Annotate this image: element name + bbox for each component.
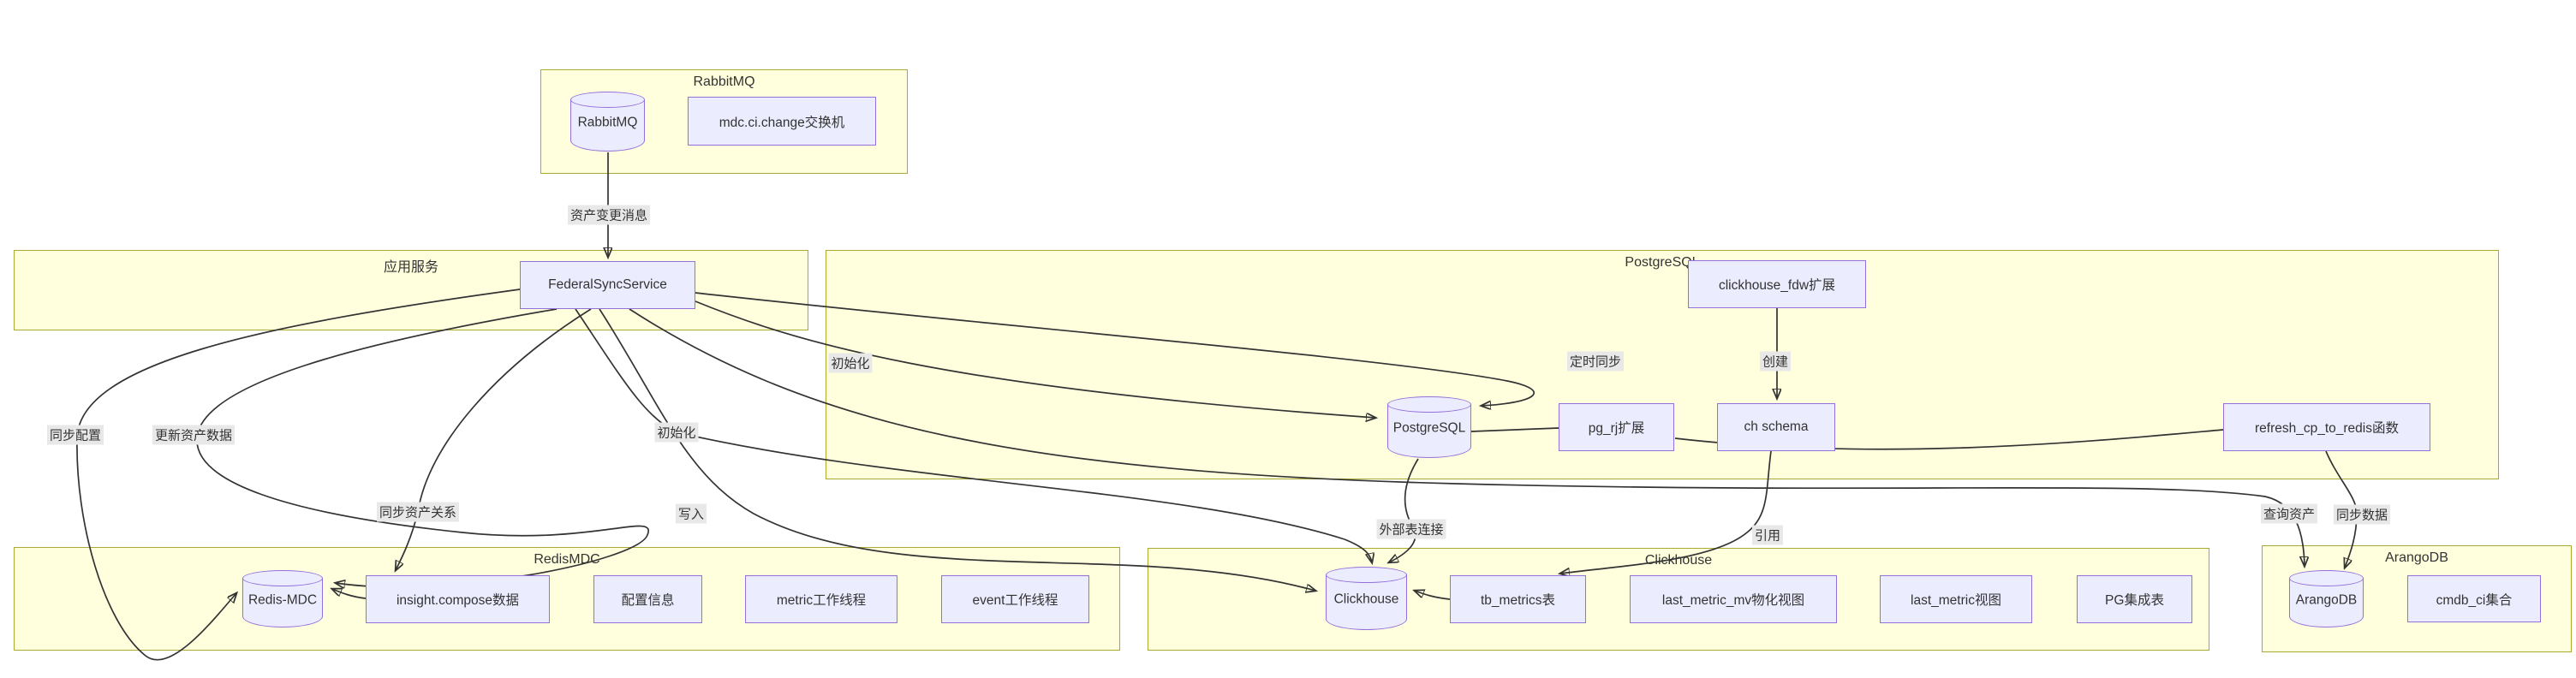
edge-fss-to-pg-timed-sync [695, 292, 1535, 406]
node-rabbitmq-cylinder-label: RabbitMQ [577, 115, 638, 130]
node-tb-metrics-table: tb_metrics表 [1450, 575, 1586, 623]
edge-fss-to-clickhouse-init [575, 308, 1372, 562]
node-pg-integration-table-label: PG集成表 [2105, 593, 2164, 608]
node-config-info: 配置信息 [593, 575, 702, 623]
edge-label-create: 创建 [1759, 351, 1792, 372]
node-metric-worker: metric工作线程 [745, 575, 897, 623]
node-federal-sync-service-label: FederalSyncService [548, 277, 667, 292]
edge-fss-to-insight-sync-relation [396, 308, 592, 570]
cluster-arangodb-title: ArangoDB [2385, 550, 2448, 565]
node-cmdb-ci-collection: cmdb_ci集合 [2407, 575, 2541, 622]
edge-label-write: 写入 [675, 503, 707, 524]
node-config-info-label: 配置信息 [621, 593, 675, 608]
node-arangodb-cylinder: ArangoDB [2289, 570, 2364, 627]
node-last-metric-mv: last_metric_mv物化视图 [1630, 575, 1837, 623]
edge-fss-to-pg-init [695, 300, 1375, 418]
edge-label-init-left: 初始化 [654, 422, 699, 443]
edge-label-sync-data: 同步数据 [2333, 504, 2391, 525]
node-event-worker-label: event工作线程 [972, 593, 1058, 608]
cylinder-body [1326, 574, 1407, 630]
cluster-postgresql-title: PostgreSQL [1625, 255, 1700, 270]
node-metric-worker-label: metric工作线程 [776, 593, 867, 608]
node-last-metric-view-label: last_metric视图 [1911, 593, 2001, 608]
edge-insight-to-redis [332, 589, 367, 599]
cylinder-body [570, 99, 645, 152]
node-tb-metrics-table-label: tb_metrics表 [1481, 593, 1555, 608]
node-ch-schema: ch schema [1717, 403, 1835, 451]
node-last-metric-view: last_metric视图 [1880, 575, 2032, 623]
edge-label-reference: 引用 [1751, 525, 1784, 545]
node-federal-sync-service: FederalSyncService [520, 261, 695, 309]
node-arangodb-cylinder-label: ArangoDB [2295, 592, 2358, 607]
node-ch-schema-label: ch schema [1744, 419, 1809, 434]
edge-label-external-table: 外部表连接 [1376, 519, 1446, 539]
cylinder-top [242, 570, 323, 586]
edge-label-sync-relation: 同步资产关系 [376, 502, 460, 522]
node-insight-compose-data: insight.compose数据 [366, 575, 550, 623]
cluster-app-services-title: 应用服务 [383, 260, 438, 275]
edge-label-asset-change: 资产变更消息 [567, 205, 651, 225]
edge-fss-to-redis-sync-config [76, 288, 521, 661]
cylinder-body [1387, 404, 1471, 458]
edge-fss-to-clickhouse-write [599, 308, 1315, 591]
cylinder-body [242, 578, 323, 627]
cluster-rabbitmq-title: RabbitMQ [693, 74, 755, 89]
node-pg-integration-table: PG集成表 [2077, 575, 2192, 623]
node-cmdb-ci-collection-label: cmdb_ci集合 [2436, 592, 2513, 608]
node-insight-compose-data-label: insight.compose数据 [396, 593, 519, 608]
node-clickhouse-fdw-label: clickhouse_fdw扩展 [1718, 278, 1836, 293]
edge-chschema-to-tbmetrics-ref [1560, 450, 1772, 574]
cylinder-top [1326, 567, 1407, 583]
edge-tbmetrics-to-clickhouse [1415, 591, 1451, 600]
node-mq-exchange: mdc.ci.change交换机 [688, 97, 876, 146]
node-mq-exchange-label: mdc.ci.change交换机 [719, 115, 845, 130]
cylinder-top [1387, 396, 1471, 413]
edge-pg-to-clickhouse-external [1389, 458, 1419, 562]
cylinder-top [2289, 570, 2364, 586]
edge-label-query-asset: 查询资产 [2260, 503, 2318, 524]
node-last-metric-mv-label: last_metric_mv物化视图 [1661, 593, 1805, 608]
edge-fss-to-arango-query-asset [629, 308, 2305, 566]
node-event-worker: event工作线程 [941, 575, 1089, 623]
node-postgresql-cylinder: PostgreSQL [1387, 396, 1471, 458]
edge-label-update-asset: 更新资产数据 [152, 425, 236, 445]
edge-fss-to-redis-update-asset [196, 308, 650, 587]
node-redis-mdc-cylinder-label: Redis-MDC [247, 592, 318, 607]
edge-label-timed-sync: 定时同步 [1566, 351, 1625, 372]
node-pg-rj-extension-label: pg_rj扩展 [1588, 421, 1645, 436]
node-redis-mdc-cylinder: Redis-MDC [242, 570, 323, 627]
edge-pg-to-pgrj [1470, 427, 1559, 432]
node-pg-rj-extension: pg_rj扩展 [1559, 403, 1674, 451]
cylinder-top [570, 92, 645, 108]
cluster-clickhouse-title: Clickhouse [1644, 553, 1713, 568]
node-rabbitmq-cylinder: RabbitMQ [570, 92, 645, 152]
edge-label-init-inner: 初始化 [828, 353, 873, 373]
node-postgresql-cylinder-label: PostgreSQL [1392, 420, 1466, 436]
node-refresh-cp-to-redis-fn-label: refresh_cp_to_redis函数 [2255, 421, 2399, 436]
node-clickhouse-cylinder: Clickhouse [1326, 567, 1407, 630]
node-clickhouse-cylinder-label: Clickhouse [1333, 592, 1399, 607]
node-clickhouse-fdw: clickhouse_fdw扩展 [1688, 260, 1866, 308]
node-refresh-cp-to-redis-fn: refresh_cp_to_redis函数 [2223, 403, 2430, 451]
edge-label-sync-config: 同步配置 [46, 425, 104, 445]
cluster-redis-mdc: RedisMDC [14, 547, 1120, 651]
